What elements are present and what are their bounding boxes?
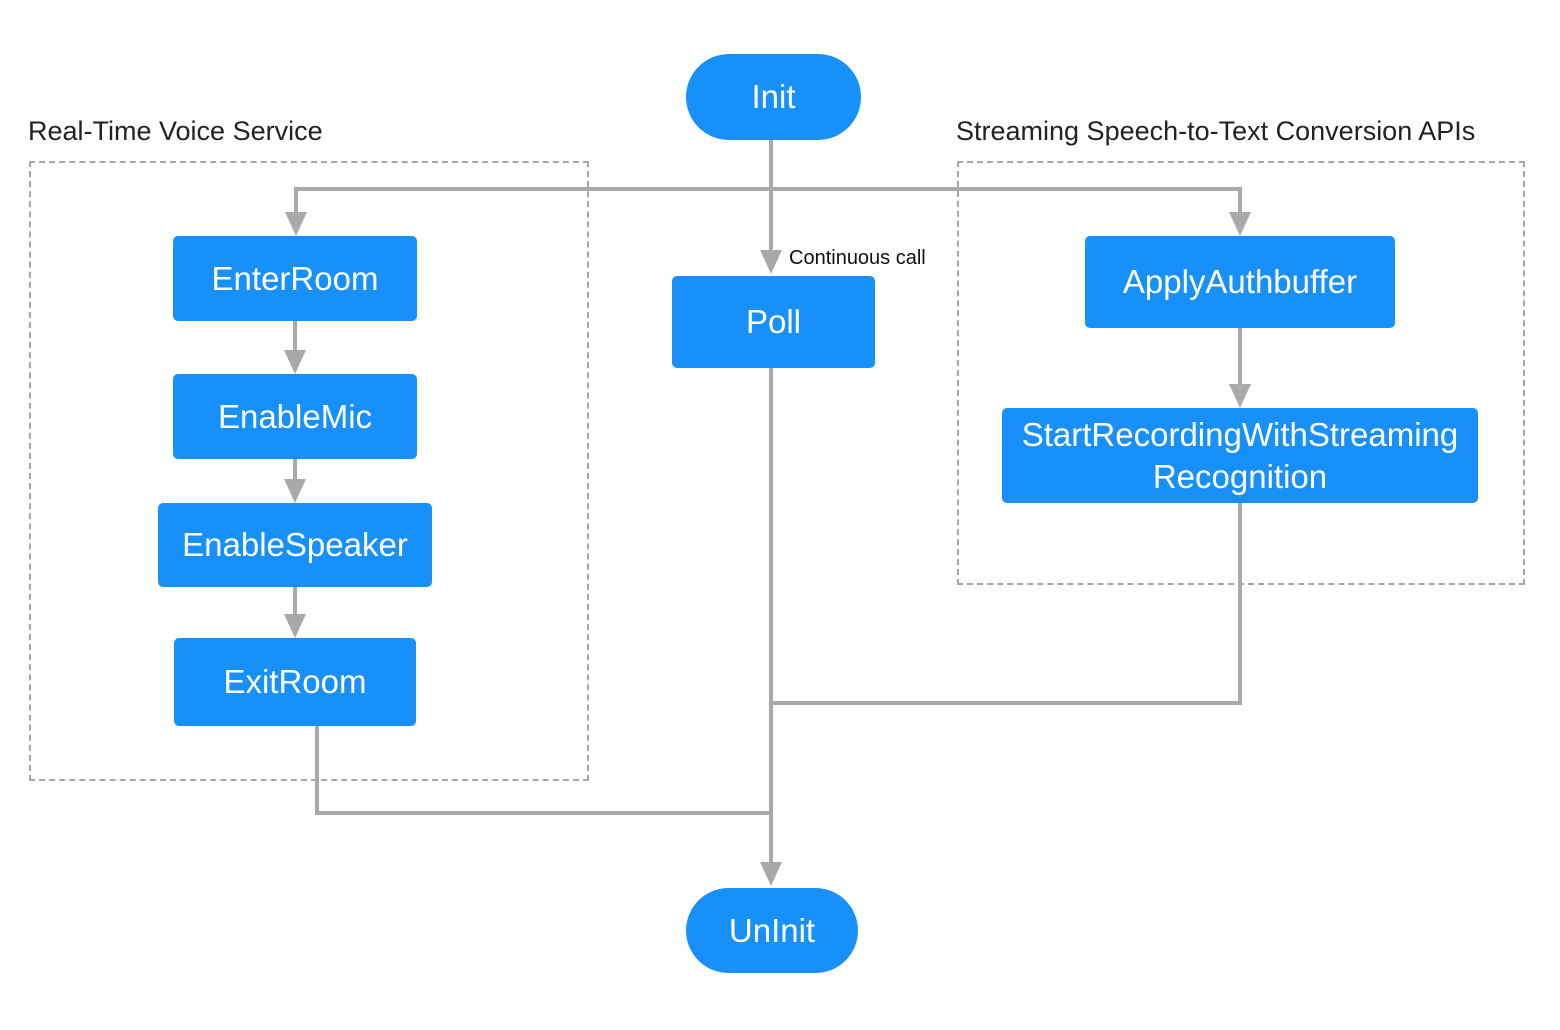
edge-enablespeaker-exitroom-arrowhead: [284, 614, 306, 638]
edge-applyauthbuffer-startrecording-line: [1238, 328, 1242, 386]
continuous-call-label: Continuous call: [789, 247, 926, 269]
edge-init-poll-line: [769, 140, 773, 250]
edge-poll-uninit-line: [769, 368, 773, 862]
edge-exitroom-uninit-vertical: [315, 726, 319, 815]
edge-branch-applyauthbuffer-arrowhead: [1229, 212, 1251, 236]
edge-init-poll-arrowhead: [760, 250, 782, 274]
edge-startrecording-uninit-horizontal: [771, 701, 1242, 705]
node-exit-room: ExitRoom: [174, 638, 416, 726]
group-voice-service-title: Real-Time Voice Service: [28, 116, 323, 146]
edge-enterroom-enablemic-line: [293, 321, 297, 352]
edge-branch-enterroom-line: [294, 187, 298, 214]
edge-init-branch-line: [294, 187, 1242, 191]
edge-exitroom-uninit-horizontal: [315, 811, 773, 815]
edge-applyauthbuffer-startrecording-arrowhead: [1229, 384, 1251, 408]
node-start-recording-with-streaming-recognition: StartRecordingWithStreaming Recognition: [1002, 408, 1478, 503]
edge-enablemic-enablespeaker-arrowhead: [284, 479, 306, 503]
edge-poll-uninit-arrowhead: [760, 862, 782, 886]
edge-branch-applyauthbuffer-line: [1238, 187, 1242, 214]
node-apply-authbuffer: ApplyAuthbuffer: [1085, 236, 1395, 328]
node-enable-speaker: EnableSpeaker: [158, 503, 432, 587]
edge-enablespeaker-exitroom-line: [293, 587, 297, 616]
group-voice-service: [29, 161, 589, 781]
node-uninit: UnInit: [686, 888, 858, 973]
node-enter-room: EnterRoom: [173, 236, 417, 321]
group-stt-apis-title: Streaming Speech-to-Text Conversion APIs: [956, 116, 1476, 146]
node-enable-mic: EnableMic: [173, 374, 417, 459]
edge-branch-enterroom-arrowhead: [285, 212, 307, 236]
edge-enterroom-enablemic-arrowhead: [284, 350, 306, 374]
edge-startrecording-uninit-vertical: [1238, 503, 1242, 705]
edge-enablemic-enablespeaker-line: [293, 459, 297, 481]
node-init: Init: [686, 54, 861, 140]
node-poll: Poll: [672, 276, 875, 368]
